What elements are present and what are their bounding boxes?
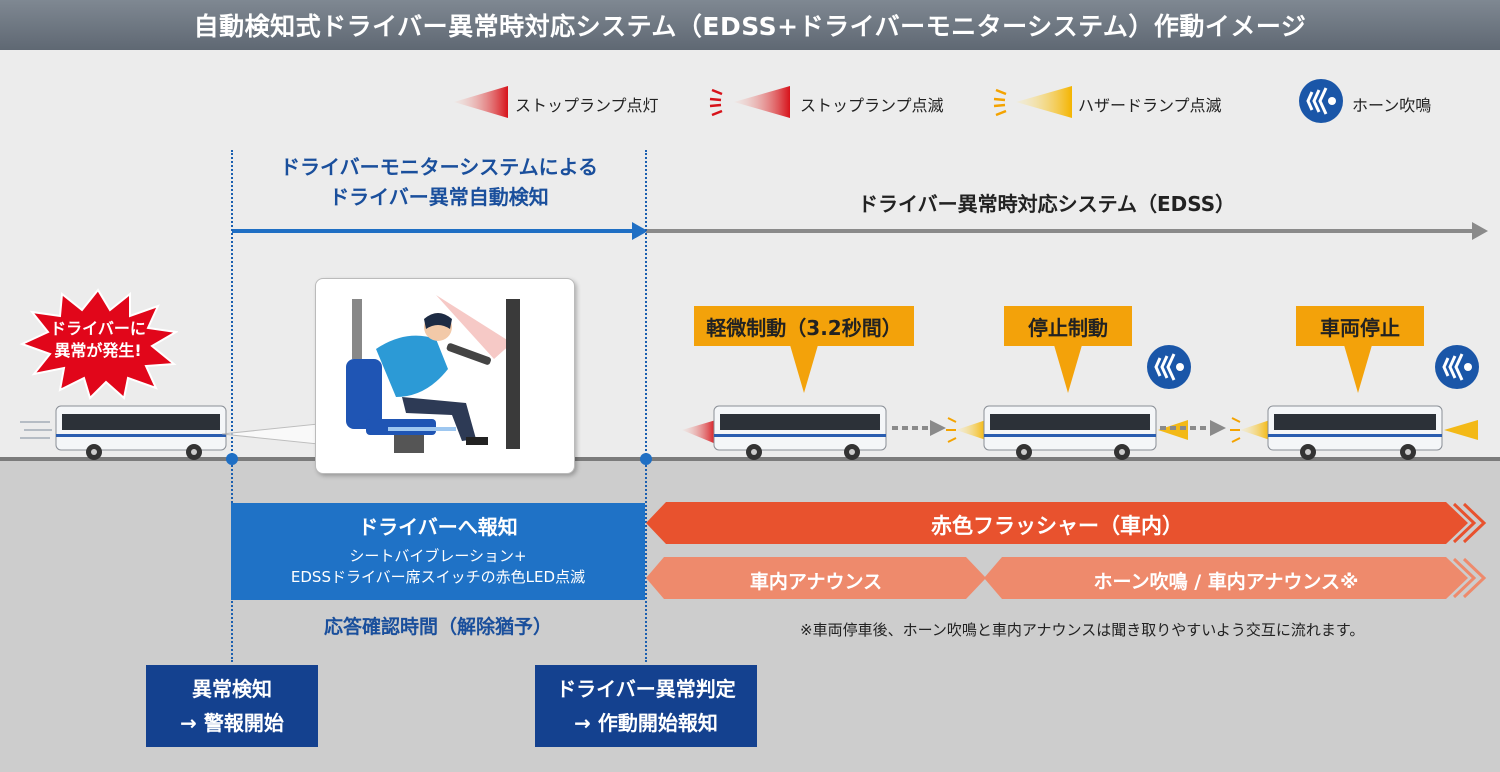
announce-label: 車内アナウンス — [749, 571, 883, 593]
legend-label-horn: ホーン吹鳴 — [1352, 96, 1432, 115]
horn-icon — [1147, 345, 1191, 389]
detect-event-box: 異常検知 → 警報開始 — [146, 665, 318, 747]
legend-label-stop-lamp-on: ストップランプ点灯 — [515, 96, 659, 115]
stop-lamp-blink-icon — [709, 86, 790, 118]
dms-phase-arrow — [232, 222, 648, 240]
judge-timeline-line — [645, 150, 647, 662]
page-title: 自動検知式ドライバー異常時対応システム（EDSS+ドライバーモニターシステム）作… — [193, 12, 1307, 41]
callout-stop-braking: 停止制動 — [1004, 306, 1132, 346]
response-time-label: 応答確認時間（解除猶予） — [323, 616, 552, 638]
anomaly-starburst-icon — [19, 288, 178, 400]
callout-light-braking-pointer — [790, 345, 818, 393]
judge-event-box: ドライバー異常判定 → 作動開始報知 — [535, 665, 757, 747]
notify-sub2: EDSSドライバー席スイッチの赤色LED点滅 — [290, 568, 586, 586]
detect-point — [226, 453, 238, 465]
legend-label-hazard-lamp-blink: ハザードランプ点滅 — [1078, 96, 1222, 115]
callout-vehicle-stop: 車両停止 — [1296, 306, 1424, 346]
driver-monitor-illustration — [315, 278, 575, 474]
footnote: ※車両停車後、ホーン吹鳴と車内アナウンスは聞き取りやすいよう交互に流れます。 — [800, 621, 1365, 639]
horn-icon — [1299, 79, 1343, 123]
progress-arrow-2 — [1160, 420, 1226, 436]
bus-driving — [20, 405, 227, 460]
starburst-line1: ドライバーに — [50, 319, 146, 338]
anomaly-starburst-text: ドライバーに 異常が発生! — [18, 318, 178, 362]
callout-vehicle-stop-pointer — [1344, 345, 1372, 393]
starburst-line2: 異常が発生! — [54, 341, 142, 360]
notify-title: ドライバーへ報知 — [358, 515, 518, 539]
detect-box-line2: → 警報開始 — [180, 711, 284, 735]
dms-detection-header: ドライバーモニターシステムによる ドライバー異常自動検知 — [232, 152, 646, 212]
progress-arrow-1 — [892, 420, 946, 436]
callout-stop-braking-pointer — [1054, 345, 1082, 393]
edss-phase-arrow — [646, 222, 1488, 240]
horn-announce-label: ホーン吹鳴 / 車内アナウンス※ — [1093, 571, 1359, 593]
detect-timeline-line — [231, 150, 233, 662]
dms-header-line2: ドライバー異常自動検知 — [329, 185, 549, 209]
dms-header-line1: ドライバーモニターシステムによる — [280, 155, 598, 179]
title-bar: 自動検知式ドライバー異常時対応システム（EDSS+ドライバーモニターシステム）作… — [0, 0, 1500, 50]
announce-bar — [646, 557, 1487, 599]
legend-label-stop-lamp-blink: ストップランプ点滅 — [800, 96, 944, 115]
bus-light-braking — [682, 405, 887, 460]
detect-box-line1: 異常検知 — [192, 677, 272, 701]
driver-notify-box: ドライバーへ報知 シートバイブレーション+ EDSSドライバー席スイッチの赤色L… — [231, 503, 645, 600]
judge-point — [640, 453, 652, 465]
edss-header: ドライバー異常時対応システム（EDSS） — [858, 192, 1236, 216]
callout-light-braking-text: 軽微制動（3.2秒間） — [706, 315, 902, 340]
notify-sub1: シートバイブレーション+ — [349, 547, 527, 565]
horn-icon — [1435, 345, 1479, 389]
red-flasher-bar — [646, 502, 1487, 544]
callout-vehicle-stop-text: 車両停止 — [1320, 315, 1400, 340]
callout-stop-braking-text: 停止制動 — [1028, 315, 1108, 340]
bus-stopped — [1230, 405, 1478, 460]
hazard-lamp-blink-icon — [993, 86, 1072, 118]
slumped-driver-illustration — [346, 295, 520, 453]
camera-view-lines — [222, 423, 319, 445]
callout-light-braking: 軽微制動（3.2秒間） — [694, 306, 914, 346]
judge-box-line2: → 作動開始報知 — [574, 711, 718, 735]
stop-lamp-on-icon — [454, 86, 508, 118]
judge-box-line1: ドライバー異常判定 — [556, 677, 736, 701]
bus-stop-braking — [946, 405, 1188, 460]
red-flasher-label: 赤色フラッシャー（車内） — [931, 514, 1183, 538]
